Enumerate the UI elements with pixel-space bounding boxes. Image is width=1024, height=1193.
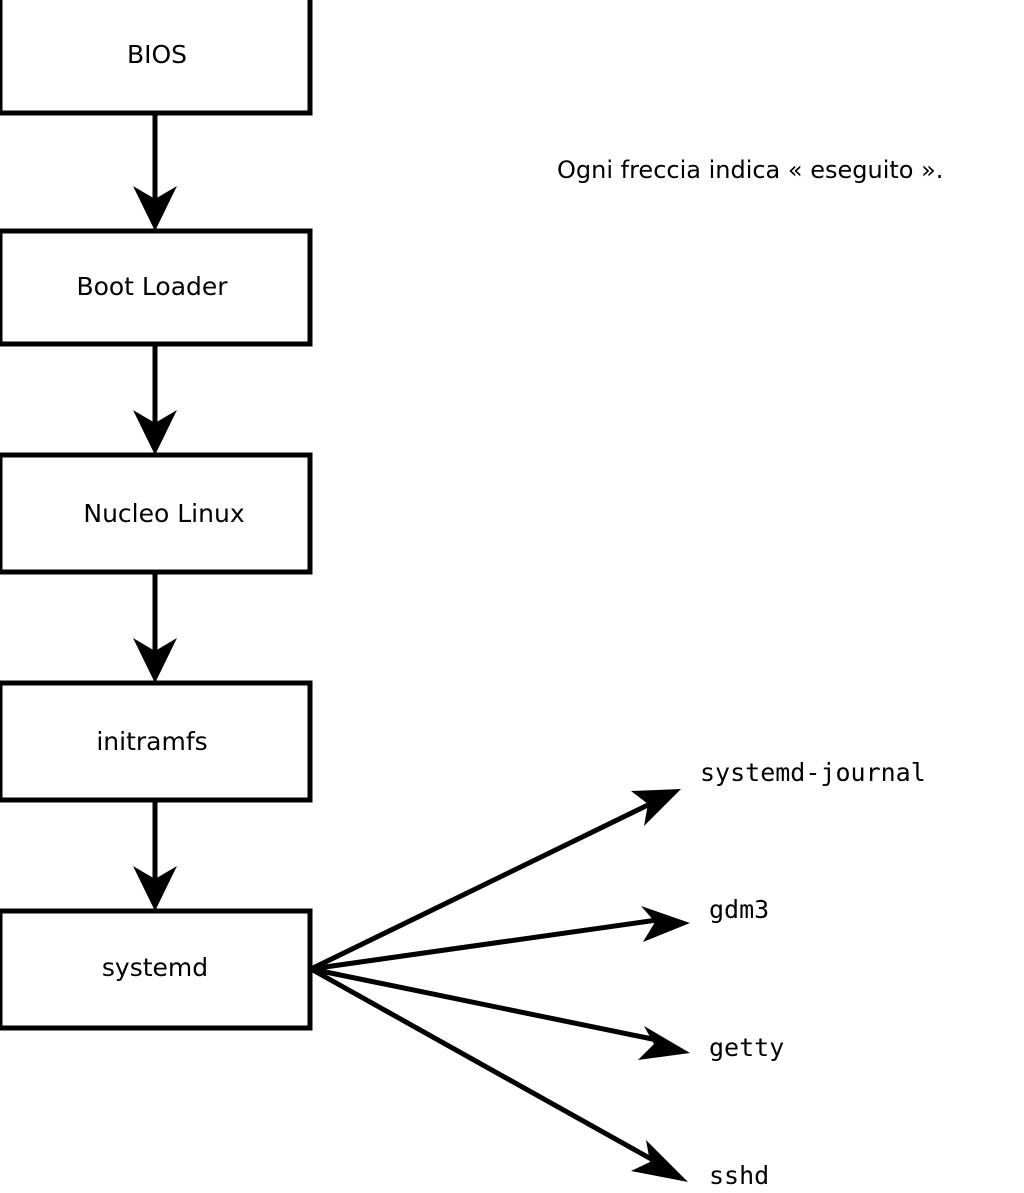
process-box-bios[interactable]: BIOS [0,0,313,116]
arrow-systemd-to-gdm3 [310,906,690,972]
box-label-kernel: Nucleo Linux [83,499,244,528]
arrow-bootloader-to-kernel [133,344,177,455]
arrow-shaft [309,801,652,972]
arrow-head-down [133,866,177,911]
box-outline-bios [0,0,313,116]
arrow-systemd-to-getty [310,966,690,1060]
arrow-head-diagonal [638,1026,690,1060]
arrow-shaft [310,917,658,972]
box-label-bootloader: Boot Loader [76,272,228,301]
box-label-systemd: systemd [102,953,208,982]
arrow-head-diagonal [631,1140,688,1182]
arrow-systemd-to-sshd [309,966,688,1182]
arrow-bios-to-bootloader [133,113,177,231]
boot-chain-arrows [133,113,177,911]
legend-note: Ogni freccia indica « eseguito ». [557,156,943,184]
arrow-shaft [310,966,658,1043]
systemd-service-arrows [309,789,690,1182]
arrow-systemd-to-systemd-journal [309,789,681,972]
box-label-initramfs: initramfs [96,727,207,756]
arrow-head-down [133,410,177,455]
box-outline-systemd [0,908,313,1031]
arrow-head-diagonal [631,789,681,826]
arrow-initramfs-to-systemd [133,800,177,911]
process-box-bootloader[interactable]: Boot Loader [0,228,313,347]
arrow-shaft [309,966,655,1163]
process-box-initramfs[interactable]: initramfs [0,680,313,803]
service-label-sshd: sshd [709,1161,769,1190]
process-box-kernel[interactable]: Nucleo Linux [0,452,313,575]
box-label-bios: BIOS [127,40,187,69]
service-labels: systemd-journal gdm3 getty sshd [700,758,926,1190]
service-label-gdm3: gdm3 [709,895,769,924]
service-label-systemd-journal: systemd-journal [700,758,926,787]
arrow-head-down [133,638,177,683]
arrow-head-diagonal [641,906,690,942]
boot-chain-boxes: BIOS Boot Loader Nucleo Linux initramfs … [0,0,313,1031]
service-label-getty: getty [709,1033,784,1062]
arrow-kernel-to-initramfs [133,572,177,683]
process-box-systemd[interactable]: systemd [0,908,313,1031]
arrow-head-down [133,186,177,231]
